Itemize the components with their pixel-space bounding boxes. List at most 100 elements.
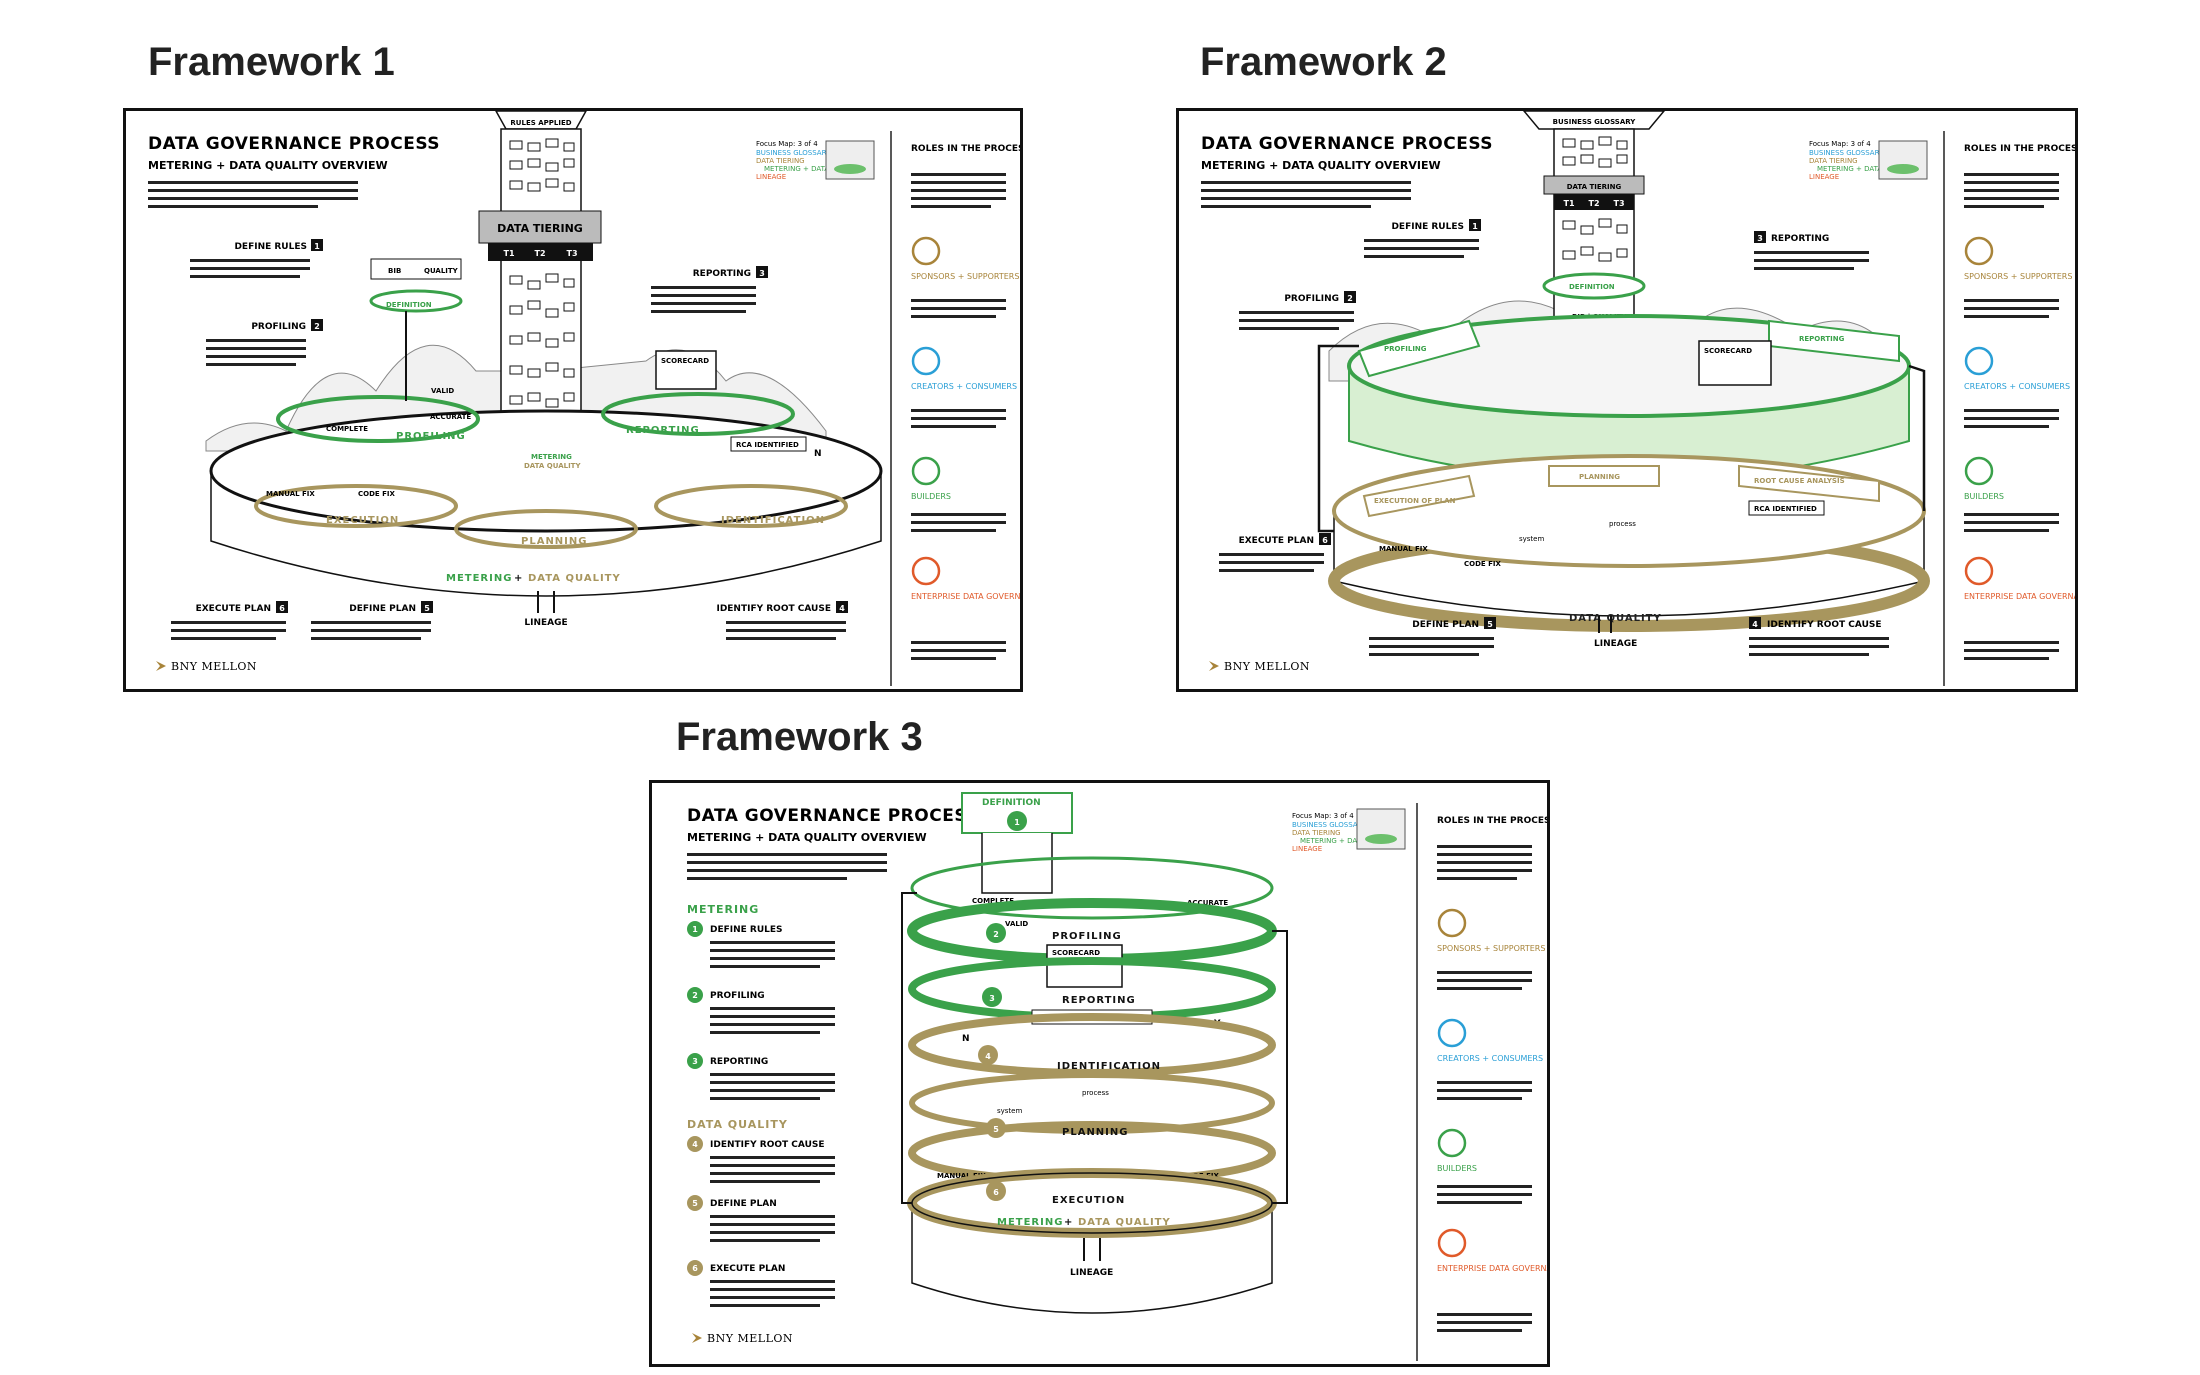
fw3-subtitle: METERING + DATA QUALITY OVERVIEW: [687, 831, 927, 844]
svg-text:CODE FIX: CODE FIX: [358, 490, 396, 498]
fw1-roles: ROLES IN THE PROCESS SPONSORS + SUPPORTE…: [911, 144, 1023, 660]
svg-text:BUSINESS GLOSSARY: BUSINESS GLOSSARY: [1292, 821, 1367, 829]
fw1-data-tiering: DATA TIERING: [497, 222, 583, 235]
svg-text:T3: T3: [1613, 199, 1624, 208]
svg-text:DATA QUALITY: DATA QUALITY: [524, 462, 581, 470]
fw3-roles: ROLES IN THE PROCESS SPONSORS + SUPPORTE…: [1437, 816, 1550, 1332]
svg-text:BUILDERS: BUILDERS: [1964, 492, 2004, 501]
fw1-dq-label: DATA QUALITY: [528, 573, 621, 584]
svg-text:IDENTIFY ROOT CAUSE: IDENTIFY ROOT CAUSE: [716, 604, 831, 614]
svg-text:DATA TIERING: DATA TIERING: [756, 157, 805, 165]
svg-text:COMPLETE: COMPLETE: [326, 425, 368, 433]
fw1-logo: BNY MELLON: [156, 660, 257, 673]
fw3-step-6: 6 EXECUTE PLAN: [687, 1260, 835, 1307]
fw1-subtitle: METERING + DATA QUALITY OVERVIEW: [148, 159, 388, 172]
fw2-subtitle: METERING + DATA QUALITY OVERVIEW: [1201, 159, 1441, 172]
svg-text:METERING + DATA QUALITY: METERING + DATA QUALITY: [1300, 837, 1398, 845]
fw1-step-4: IDENTIFY ROOT CAUSE 4: [716, 601, 848, 640]
svg-text:PROFILING: PROFILING: [1384, 345, 1427, 353]
svg-text:5: 5: [1487, 620, 1493, 629]
fw2-step-1: DEFINE RULES 1: [1364, 219, 1481, 258]
svg-text:PLANNING: PLANNING: [1579, 473, 1620, 481]
svg-text:ROLES IN THE PROCESS: ROLES IN THE PROCESS: [1964, 144, 2078, 154]
fw3-step-3: 3 REPORTING: [687, 1053, 835, 1100]
framework-1-panel: DATA GOVERNANCE PROCESS METERING + DATA …: [123, 108, 1023, 692]
svg-text:RCA IDENTIFIED: RCA IDENTIFIED: [736, 441, 799, 449]
fw2-tower: BUSINESS GLOSSARY DATA TIERING T1 T2 T3 …: [1523, 111, 1665, 330]
fw1-step-5: DEFINE PLAN 5: [311, 601, 433, 640]
fw2-dq-cylinder: DATA QUALITY EXECUTION OF PLAN PLANNING …: [1328, 454, 1930, 632]
fw2-tower-label: BUSINESS GLOSSARY: [1553, 118, 1637, 126]
svg-text:1: 1: [1472, 222, 1478, 231]
fw3-step-1: 1 DEFINE RULES: [687, 921, 835, 968]
svg-text:Focus Map: 3 of 4: Focus Map: 3 of 4: [756, 140, 818, 148]
svg-text:REPORTING: REPORTING: [693, 269, 751, 279]
svg-text:CREATORS + CONSUMERS: CREATORS + CONSUMERS: [1437, 1054, 1543, 1063]
svg-text:BUSINESS GLOSSARY: BUSINESS GLOSSARY: [1809, 149, 1884, 157]
fw1-title: DATA GOVERNANCE PROCESS: [148, 134, 440, 154]
svg-text:CREATORS + CONSUMERS: CREATORS + CONSUMERS: [1964, 382, 2070, 391]
svg-text:EXECUTION: EXECUTION: [1052, 1195, 1125, 1206]
svg-text:CREATORS + CONSUMERS: CREATORS + CONSUMERS: [911, 382, 1017, 391]
fw1-profiling-ring: [276, 395, 480, 443]
framework-2-diagram: DATA GOVERNANCE PROCESS METERING + DATA …: [1201, 111, 2078, 686]
svg-text:DEFINITION: DEFINITION: [982, 798, 1041, 808]
svg-text:2: 2: [314, 322, 320, 331]
svg-text:3: 3: [692, 1057, 698, 1066]
fw3-metering-title: METERING: [687, 903, 759, 916]
fw2-step-3: 3 REPORTING: [1754, 231, 1869, 270]
svg-text:5: 5: [424, 604, 430, 613]
svg-text:3: 3: [1757, 234, 1763, 243]
svg-text:EXECUTION OF PLAN: EXECUTION OF PLAN: [1374, 497, 1456, 505]
fw3-title: DATA GOVERNANCE PROCESS: [687, 806, 979, 826]
svg-text:PLANNING: PLANNING: [1062, 1127, 1128, 1138]
svg-text:IDENTIFY ROOT CAUSE: IDENTIFY ROOT CAUSE: [1767, 620, 1882, 630]
svg-text:CODE FIX: CODE FIX: [1464, 560, 1502, 568]
svg-text:REPORTING: REPORTING: [710, 1057, 768, 1067]
svg-text:BIB: BIB: [388, 267, 401, 275]
svg-text:MANUAL FIX: MANUAL FIX: [266, 490, 315, 498]
fw2-title: DATA GOVERNANCE PROCESS: [1201, 134, 1493, 154]
svg-text:system: system: [997, 1107, 1022, 1115]
svg-text:T2: T2: [1588, 199, 1599, 208]
fw3-step-4: 4 IDENTIFY ROOT CAUSE: [687, 1136, 835, 1183]
svg-text:1: 1: [692, 925, 698, 934]
fw2-step-5: DEFINE PLAN 5: [1369, 617, 1496, 656]
svg-text:IDENTIFICATION: IDENTIFICATION: [1057, 1061, 1161, 1072]
svg-text:6: 6: [1322, 536, 1328, 545]
fw1-execution-ring: [254, 484, 458, 528]
fw1-metering-label: METERING: [446, 573, 512, 584]
svg-text:ENTERPRISE DATA GOVERNANCE OFF: ENTERPRISE DATA GOVERNANCE OFFICE (EDGO): [911, 592, 1023, 601]
svg-text:QUALITY: QUALITY: [424, 267, 459, 275]
svg-text:SPONSORS + SUPPORTERS: SPONSORS + SUPPORTERS: [1437, 944, 1545, 953]
svg-text:ROLES IN THE PROCESS: ROLES IN THE PROCESS: [1437, 816, 1550, 826]
svg-text:METERING: METERING: [531, 453, 572, 461]
framework-3-panel: DATA GOVERNANCE PROCESS METERING + DATA …: [649, 780, 1550, 1367]
fw1-focus-map: Focus Map: 3 of 4 BUSINESS GLOSSARY DATA…: [756, 140, 875, 181]
framework-2-heading: Framework 2: [1200, 40, 1447, 84]
svg-text:RCA IDENTIFIED: RCA IDENTIFIED: [1754, 505, 1817, 513]
fw2-logo: BNY MELLON: [1209, 660, 1310, 673]
svg-text:PLANNING: PLANNING: [521, 536, 587, 547]
fw3-title-desc-lines: [687, 853, 887, 880]
svg-text:REPORTING: REPORTING: [1799, 335, 1845, 343]
svg-text:system: system: [1519, 535, 1544, 543]
svg-text:VALID: VALID: [431, 387, 454, 395]
svg-text:ROLES IN THE PROCESS: ROLES IN THE PROCESS: [911, 144, 1023, 154]
svg-text:PROFILING: PROFILING: [710, 991, 765, 1001]
svg-text:LINEAGE: LINEAGE: [1070, 1268, 1113, 1278]
svg-text:LINEAGE: LINEAGE: [1809, 173, 1839, 181]
svg-text:ENTERPRISE DATA GOVERNANCE OFF: ENTERPRISE DATA GOVERNANCE OFFICE (EDGO): [1437, 1264, 1550, 1273]
svg-text:DEFINE PLAN: DEFINE PLAN: [710, 1199, 777, 1209]
svg-text:DEFINITION: DEFINITION: [1569, 283, 1615, 291]
framework-3-diagram: DATA GOVERNANCE PROCESS METERING + DATA …: [687, 792, 1550, 1361]
svg-text:BUILDERS: BUILDERS: [911, 492, 951, 501]
svg-text:DATA QUALITY: DATA QUALITY: [1078, 1217, 1171, 1228]
fw1-step-6: EXECUTE PLAN 6: [171, 601, 288, 640]
svg-text:5: 5: [993, 1125, 999, 1134]
svg-text:REPORTING: REPORTING: [1771, 234, 1829, 244]
svg-text:+: +: [514, 573, 523, 584]
svg-text:BNY MELLON: BNY MELLON: [1224, 660, 1310, 673]
svg-text:PROFILING: PROFILING: [1284, 294, 1339, 304]
svg-text:DATA TIERING: DATA TIERING: [1292, 829, 1341, 837]
